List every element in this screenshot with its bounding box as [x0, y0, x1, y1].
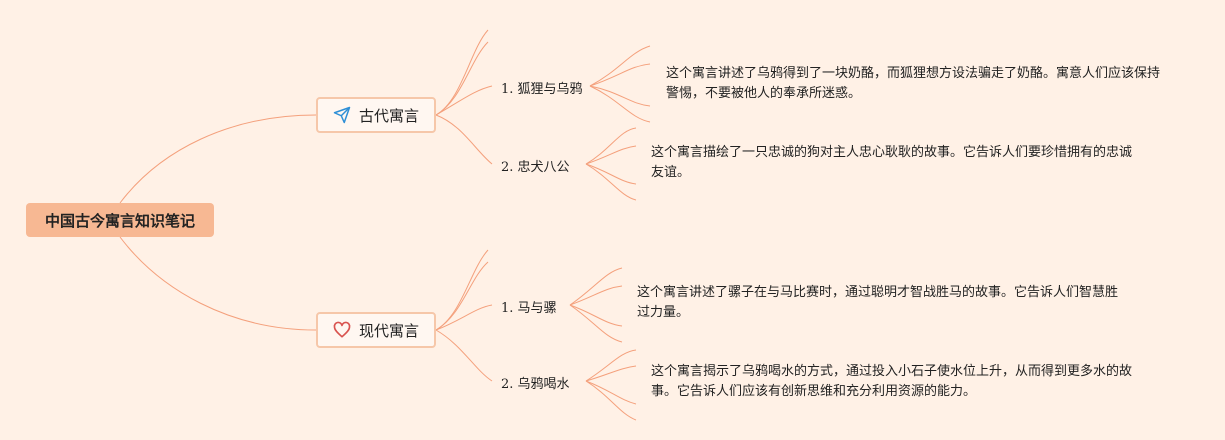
topic-label: 古代寓言 — [358, 106, 419, 125]
connector-root-topic2 — [119, 236, 317, 331]
subtopic-fox-and-crow[interactable]: 1. 狐狸与乌鸦 — [501, 82, 583, 97]
description-crow-drinks-water[interactable]: 这个寓言揭示了乌鸦喝水的方式，通过投入小石子使水位上升，从而得到更多水的故事。它… — [651, 364, 1133, 399]
connector-root-topic1 — [119, 114, 317, 204]
topic-label: 现代寓言 — [358, 321, 419, 340]
topic-modern-fables[interactable]: 现代寓言 — [316, 312, 436, 348]
topic-ancient-fables[interactable]: 古代寓言 — [316, 97, 436, 133]
description-loyal-dog-hachiko[interactable]: 这个寓言描绘了一只忠诚的狗对主人忠心耿耿的故事。它告诉人们要珍惜拥有的忠诚友谊。 — [651, 145, 1133, 180]
description-fox-and-crow[interactable]: 这个寓言讲述了乌鸦得到了一块奶酪，而狐狸想方设法骗走了奶酪。寓意人们应该保持警惕… — [666, 66, 1161, 101]
description-horse-and-mule[interactable]: 这个寓言讲述了骡子在与马比赛时，通过聪明才智战胜马的故事。它告诉人们智慧胜过力量… — [637, 285, 1119, 320]
root-topic[interactable]: 中国古今寓言知识笔记 — [26, 203, 214, 237]
paper-plane-icon — [333, 106, 351, 124]
root-topic-label: 中国古今寓言知识笔记 — [44, 211, 195, 230]
subtopic-loyal-dog-hachiko[interactable]: 2. 忠犬八公 — [501, 160, 570, 175]
subtopic-horse-and-mule[interactable]: 1. 马与骡 — [501, 301, 557, 316]
heart-icon — [333, 321, 351, 339]
subtopic-crow-drinks-water[interactable]: 2. 乌鸦喝水 — [501, 377, 570, 392]
